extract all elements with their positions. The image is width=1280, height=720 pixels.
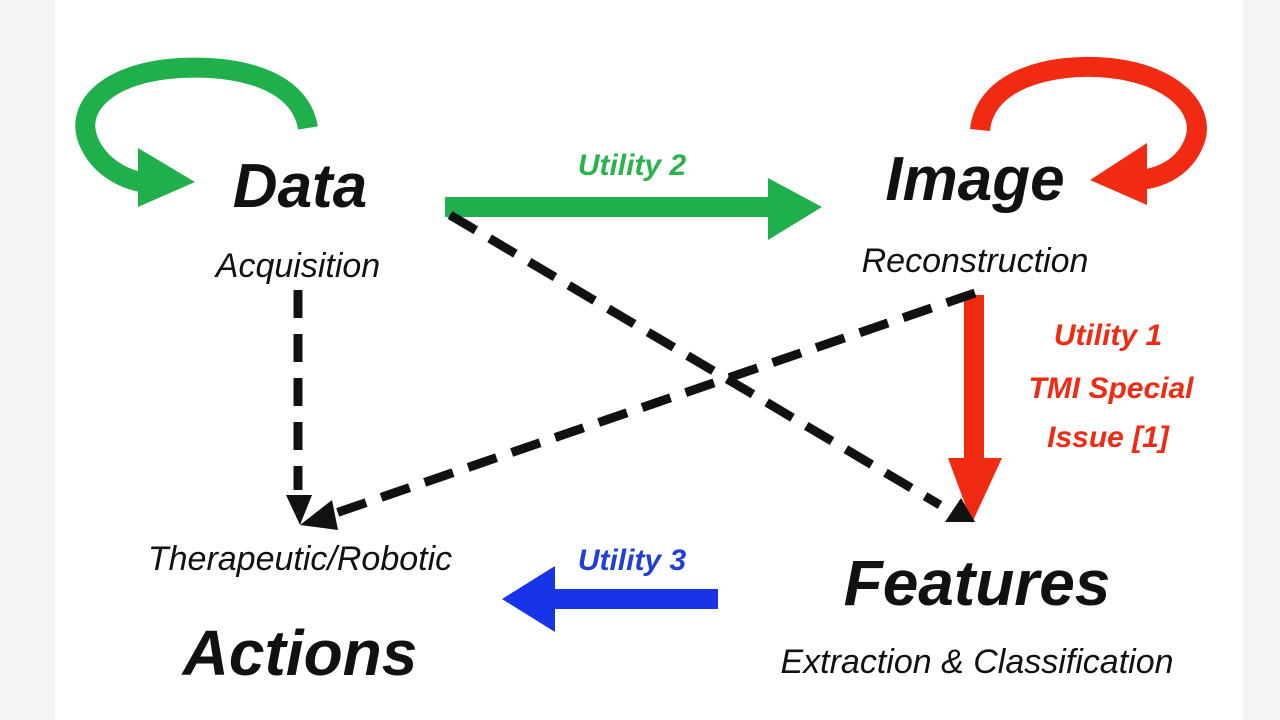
features-node-title: Features: [844, 547, 1111, 619]
actions-node-subtitle: Therapeutic/Robotic: [148, 540, 452, 578]
utility1-label-line3: Issue [1]: [1047, 421, 1170, 454]
data-to-actions-dashed-arrow: [286, 290, 312, 525]
image-to-actions-dashed-arrow: [300, 288, 977, 530]
image-node-subtitle: Reconstruction: [862, 242, 1089, 280]
data-to-features-dashed-arrow: [447, 211, 975, 522]
data-node-subtitle: Acquisition: [214, 247, 380, 285]
utility1-label-line2: TMI Special: [1028, 372, 1194, 405]
image-self-loop-arrow: [970, 56, 1207, 205]
utility3-arrow: [502, 566, 718, 632]
actions-node-title: Actions: [181, 617, 418, 689]
utility2-label: Utility 2: [578, 149, 687, 182]
features-node-subtitle: Extraction & Classification: [780, 643, 1173, 681]
utility3-label: Utility 3: [578, 544, 687, 577]
utility2-arrow: [445, 178, 822, 240]
image-node-title: Image: [885, 145, 1064, 214]
data-self-loop-arrow: [75, 57, 318, 207]
utility1-label-line1: Utility 1: [1054, 319, 1162, 352]
utility1-arrow: [948, 295, 1002, 523]
data-node-title: Data: [233, 152, 367, 221]
